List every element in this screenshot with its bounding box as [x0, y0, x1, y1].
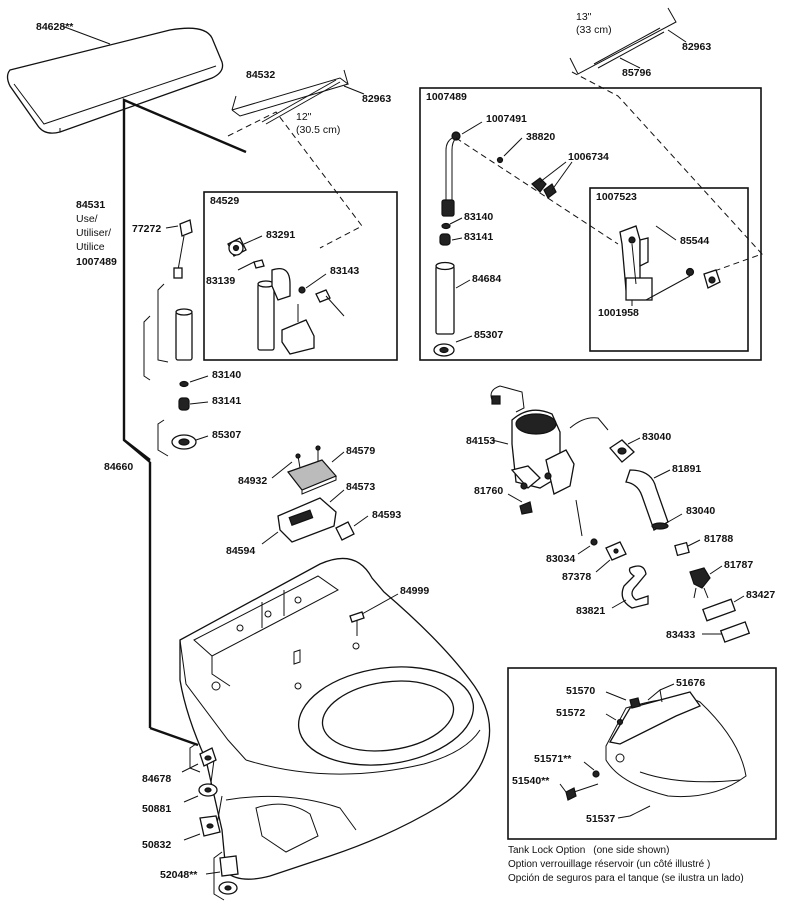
label-52048: 52048**: [160, 869, 198, 881]
label-83141-right: 83141: [464, 231, 493, 243]
label-83427: 83427: [746, 589, 775, 601]
label-83140-left: 83140: [212, 369, 241, 381]
note-line-2: Option verrouillage réservoir (un côté i…: [508, 859, 710, 870]
toilet-bowl: [179, 557, 491, 880]
label-87378: 87378: [562, 571, 591, 583]
kit-box-84529: [203, 191, 398, 361]
label-12in: 12": [296, 111, 312, 123]
label-51570: 51570: [566, 685, 595, 697]
label-82963-right: 82963: [682, 41, 711, 53]
label-85796: 85796: [622, 67, 651, 79]
label-81891: 81891: [672, 463, 701, 475]
label-33cm: (33 cm): [576, 24, 612, 36]
kit-box-1007489: [419, 87, 762, 361]
label-83040-top: 83040: [642, 431, 671, 443]
note-line-3: Opción de seguros para el tanque (se ilu…: [508, 873, 744, 884]
label-1006734: 1006734: [568, 151, 609, 163]
label-1007491: 1007491: [486, 113, 527, 125]
label-83143: 83143: [330, 265, 359, 277]
label-84531: 84531: [76, 199, 105, 211]
label-81787: 81787: [724, 559, 753, 571]
label-83040-bottom: 83040: [686, 505, 715, 517]
label-84532: 84532: [246, 69, 275, 81]
label-84531-utiliser: Utiliser/: [76, 227, 111, 239]
label-51571: 51571**: [534, 753, 572, 765]
label-84593: 84593: [372, 509, 401, 521]
label-81760: 81760: [474, 485, 503, 497]
label-81788: 81788: [704, 533, 733, 545]
label-51676: 51676: [676, 677, 705, 689]
label-13in: 13": [576, 11, 592, 23]
label-1001958: 1001958: [598, 307, 639, 319]
label-84932: 84932: [238, 475, 267, 487]
label-1007523: 1007523: [596, 191, 637, 203]
label-84678: 84678: [142, 773, 171, 785]
label-83034: 83034: [546, 553, 575, 565]
label-84531-utilice: Utilice: [76, 241, 105, 253]
label-85544: 85544: [680, 235, 709, 247]
label-83291: 83291: [266, 229, 295, 241]
label-84628: 84628**: [36, 21, 74, 33]
label-50832: 50832: [142, 839, 171, 851]
label-85307-right: 85307: [474, 329, 503, 341]
tank-lock-box: [507, 667, 777, 840]
label-38820: 38820: [526, 131, 555, 143]
label-30cm: (30.5 cm): [296, 124, 340, 136]
label-82963-left: 82963: [362, 93, 391, 105]
label-84579: 84579: [346, 445, 375, 457]
label-50881: 50881: [142, 803, 171, 815]
label-51572: 51572: [556, 707, 585, 719]
label-84529: 84529: [210, 195, 239, 207]
label-84531-use: Use/: [76, 213, 98, 225]
kit-box-1007523: [589, 187, 749, 352]
label-1007489: 1007489: [426, 91, 467, 103]
label-83821: 83821: [576, 605, 605, 617]
label-77272: 77272: [132, 223, 161, 235]
note-line-1: Tank Lock Option(one side shown): [508, 845, 669, 856]
label-1007489-ref: 1007489: [76, 256, 117, 268]
label-51540: 51540**: [512, 775, 550, 787]
label-84153: 84153: [466, 435, 495, 447]
label-84999: 84999: [400, 585, 429, 597]
label-83139: 83139: [206, 275, 235, 287]
label-84684: 84684: [472, 273, 501, 285]
label-84660: 84660: [104, 461, 133, 473]
label-83433: 83433: [666, 629, 695, 641]
label-84573: 84573: [346, 481, 375, 493]
tank-lid: [6, 27, 224, 134]
label-85307-left: 85307: [212, 429, 241, 441]
label-83141-left: 83141: [212, 395, 241, 407]
label-83140-right: 83140: [464, 211, 493, 223]
label-84594: 84594: [226, 545, 255, 557]
label-51537: 51537: [586, 813, 615, 825]
